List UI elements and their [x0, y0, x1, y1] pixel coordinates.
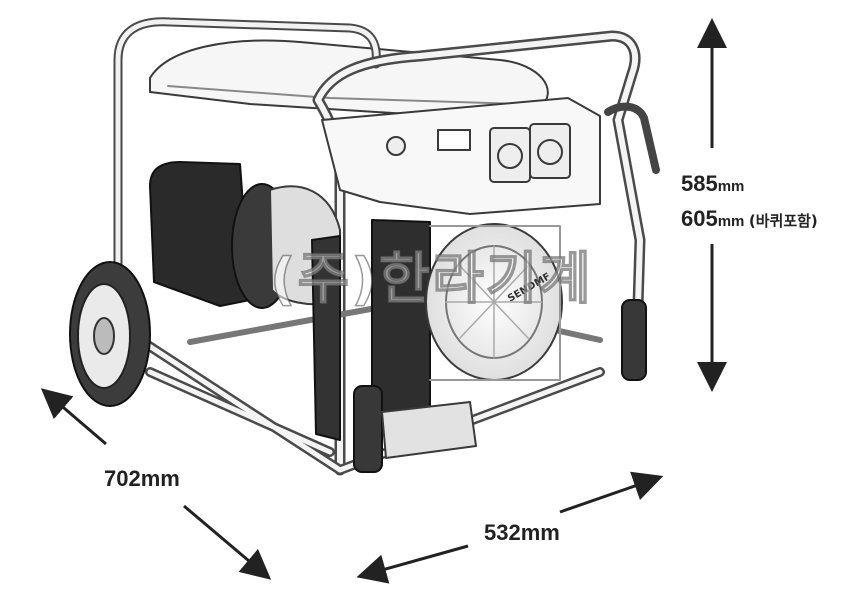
height-unit: mm — [717, 178, 745, 195]
width-label: 532mm — [484, 520, 560, 546]
height-label: 585mm 605mm (바퀴포함) — [681, 168, 818, 238]
depth-arrow-upper — [40, 388, 107, 446]
depth-value: 702 — [104, 466, 141, 491]
front-leg-left — [353, 385, 383, 473]
height-with-wheels-value: 605 — [681, 206, 718, 231]
depth-arrow-lower — [183, 504, 272, 580]
height-with-wheels-unit: mm — [717, 213, 745, 230]
watermark: (주)한라기계 — [269, 246, 593, 313]
width-value: 532 — [484, 520, 521, 545]
depth-label: 702mm — [104, 466, 180, 492]
alternator — [149, 161, 251, 307]
width-arrow-left — [356, 544, 469, 584]
width-unit: mm — [520, 520, 560, 545]
height-value: 585 — [681, 171, 718, 196]
width-arrow-right — [559, 471, 664, 514]
depth-unit: mm — [140, 466, 180, 491]
front-leg-right — [621, 299, 647, 381]
height-with-wheels-note: (바퀴포함) — [748, 212, 818, 230]
